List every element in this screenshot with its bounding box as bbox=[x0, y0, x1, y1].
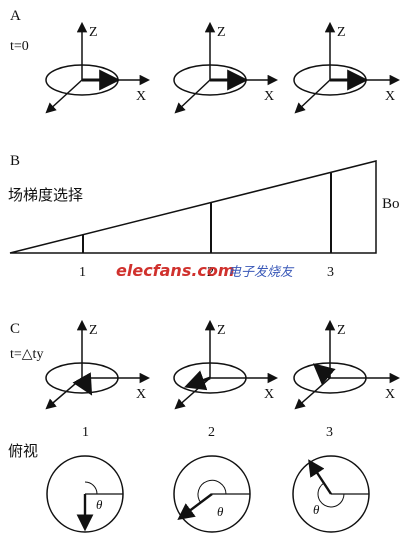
magnetization-vector bbox=[308, 459, 333, 495]
panel-b-label: B bbox=[10, 153, 20, 169]
angle-symbol: θ bbox=[313, 502, 320, 517]
angle-symbol: θ bbox=[217, 504, 224, 519]
gradient-tick-label-1: 1 bbox=[79, 265, 86, 280]
magnetization-vector bbox=[177, 493, 213, 521]
x-axis-label: X bbox=[264, 89, 274, 104]
watermark-tag: 电子发烧友 bbox=[228, 265, 295, 280]
magnetization-vector bbox=[184, 370, 211, 391]
y-axis bbox=[45, 79, 83, 114]
angle-arc bbox=[84, 481, 98, 495]
gradient-wedge bbox=[9, 160, 377, 254]
z-axis-label: Z bbox=[89, 323, 98, 338]
z-axis-label: Z bbox=[337, 323, 346, 338]
frame-index-2: 2 bbox=[208, 425, 215, 440]
frame-index-3: 3 bbox=[326, 425, 333, 440]
panel-c-frame-2: Z X bbox=[173, 319, 279, 410]
watermark-brand: elecfans.com bbox=[116, 261, 235, 280]
panel-c-time: t=△ty bbox=[10, 347, 43, 362]
angle-arc bbox=[317, 482, 345, 508]
panel-b-title: 场梯度选择 bbox=[8, 186, 83, 204]
panel-a-label: A bbox=[10, 8, 21, 24]
z-axis-label: Z bbox=[217, 323, 226, 338]
panel-c-frame-3: Z X bbox=[293, 319, 401, 410]
gradient-tick-label-3: 3 bbox=[327, 265, 334, 280]
x-axis-label: X bbox=[264, 387, 274, 402]
gradient-triangle bbox=[9, 160, 377, 254]
panel-c-frame-1: Z X bbox=[45, 319, 151, 410]
top-view-2: θ bbox=[173, 455, 251, 533]
top-view-label: 俯视 bbox=[8, 442, 38, 460]
gradient-tick-label-2: 2 bbox=[207, 265, 214, 280]
y-axis bbox=[174, 79, 211, 114]
field-label: Bo bbox=[382, 196, 400, 212]
panel-a-frame-1: Z X bbox=[45, 21, 151, 114]
panel-a-time: t=0 bbox=[10, 39, 29, 54]
panel-a-frame-3: Z X bbox=[293, 21, 401, 114]
x-axis-label: X bbox=[136, 387, 146, 402]
watermark: elecfans.com 电子发烧友 bbox=[116, 261, 295, 280]
angle-symbol: θ bbox=[96, 497, 103, 512]
magnetization-vector bbox=[312, 363, 336, 385]
z-axis-label: Z bbox=[217, 25, 226, 40]
magnetization-vector bbox=[72, 372, 93, 396]
z-axis-label: Z bbox=[89, 25, 98, 40]
x-axis-label: X bbox=[385, 387, 395, 402]
frame-index-1: 1 bbox=[82, 425, 89, 440]
angle-arc bbox=[197, 479, 227, 504]
x-axis-label: X bbox=[136, 89, 146, 104]
panel-a-frame-2: Z X bbox=[173, 21, 279, 114]
x-axis-label: X bbox=[385, 89, 395, 104]
top-view-3: θ bbox=[292, 455, 370, 533]
panel-c-label: C bbox=[10, 321, 20, 337]
z-axis-label: Z bbox=[337, 25, 346, 40]
y-axis bbox=[294, 79, 331, 114]
top-view-1: θ bbox=[46, 455, 124, 533]
